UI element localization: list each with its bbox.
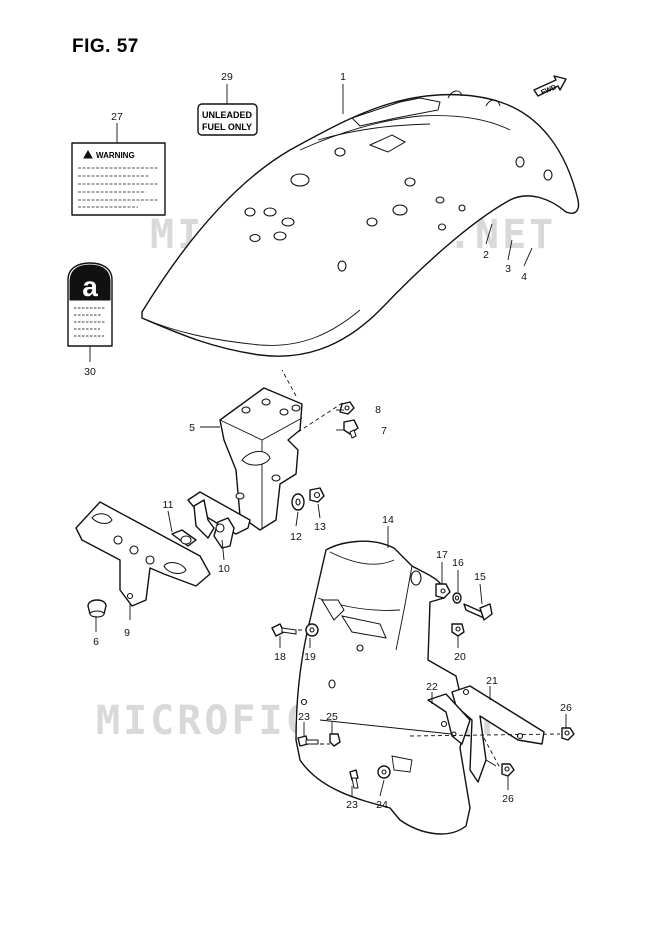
- rubber-cap-6: [87, 599, 107, 618]
- callout-9: 9: [124, 627, 130, 639]
- callout-1: 1: [340, 71, 346, 83]
- washer-16: [452, 592, 462, 604]
- fuel-label-line1: UNLEADED: [202, 110, 253, 120]
- bracket-10: [187, 491, 251, 549]
- warning-label: WARNING: [71, 123, 166, 216]
- fuel-label-line2: FUEL ONLY: [202, 122, 252, 132]
- callout-13: 13: [314, 521, 326, 533]
- lower-fender: [295, 540, 471, 835]
- callout-30: 30: [84, 366, 96, 378]
- nut-20: [451, 623, 465, 637]
- callout-23-upper: 23: [298, 711, 310, 723]
- callout-17: 17: [436, 549, 448, 561]
- callout-24: 24: [376, 799, 388, 811]
- nut-25: [329, 733, 341, 747]
- callout-25: 25: [326, 711, 338, 723]
- rear-fender: [141, 90, 580, 357]
- callout-12: 12: [290, 531, 302, 543]
- figure-title: FIG. 57: [72, 36, 139, 57]
- screw-23-upper: [297, 735, 319, 747]
- nut-17: [435, 583, 451, 599]
- unleaded-fuel-label: UNLEADED FUEL ONLY: [197, 84, 258, 136]
- callout-27: 27: [111, 111, 123, 123]
- screw-18: [271, 623, 297, 637]
- callout-7: 7: [381, 425, 387, 437]
- callout-21: 21: [486, 675, 498, 687]
- reflector-bracket-21: [451, 685, 545, 783]
- spacer-11: [171, 529, 197, 547]
- nut-26-lower: [501, 763, 515, 777]
- callout-29: 29: [221, 71, 233, 83]
- nut-26-upper: [561, 727, 575, 741]
- callout-14: 14: [382, 514, 394, 526]
- callout-22: 22: [426, 681, 438, 693]
- callout-labels: 1 2 3 4 5 6 7 8 9 10 11 12 13 14 15 16 1…: [84, 71, 572, 811]
- callout-20: 20: [454, 651, 466, 663]
- nut-8: [339, 401, 355, 415]
- callout-2: 2: [483, 249, 489, 261]
- callout-6: 6: [93, 636, 99, 648]
- license-plate-bracket: [75, 501, 211, 607]
- callout-4: 4: [521, 271, 527, 283]
- callout-23-lower: 23: [346, 799, 358, 811]
- fender-bracket: [219, 387, 303, 531]
- warning-heading: WARNING: [96, 151, 135, 160]
- callout-16: 16: [452, 557, 464, 569]
- brand-logo-letter: a: [82, 271, 98, 302]
- callout-26-upper: 26: [560, 702, 572, 714]
- callout-18: 18: [274, 651, 286, 663]
- nut-13: [309, 487, 325, 503]
- callout-5: 5: [189, 422, 195, 434]
- screw-23-lower: [349, 769, 359, 789]
- callout-11: 11: [163, 499, 174, 511]
- fwd-arrow-icon: FWD: [533, 75, 567, 97]
- callout-3: 3: [505, 263, 511, 275]
- leader-lines: [95, 84, 567, 797]
- bolt-7: [343, 419, 359, 439]
- washer-12: [291, 493, 305, 511]
- nut-24: [377, 765, 391, 779]
- callout-26-lower: 26: [502, 793, 514, 805]
- bolt-15: [463, 603, 493, 621]
- callout-15: 15: [474, 571, 486, 583]
- callout-10: 10: [218, 563, 230, 575]
- washer-19: [305, 623, 319, 637]
- brand-sticker: a: [67, 262, 113, 362]
- callout-8: 8: [375, 404, 381, 416]
- callout-19: 19: [304, 651, 316, 663]
